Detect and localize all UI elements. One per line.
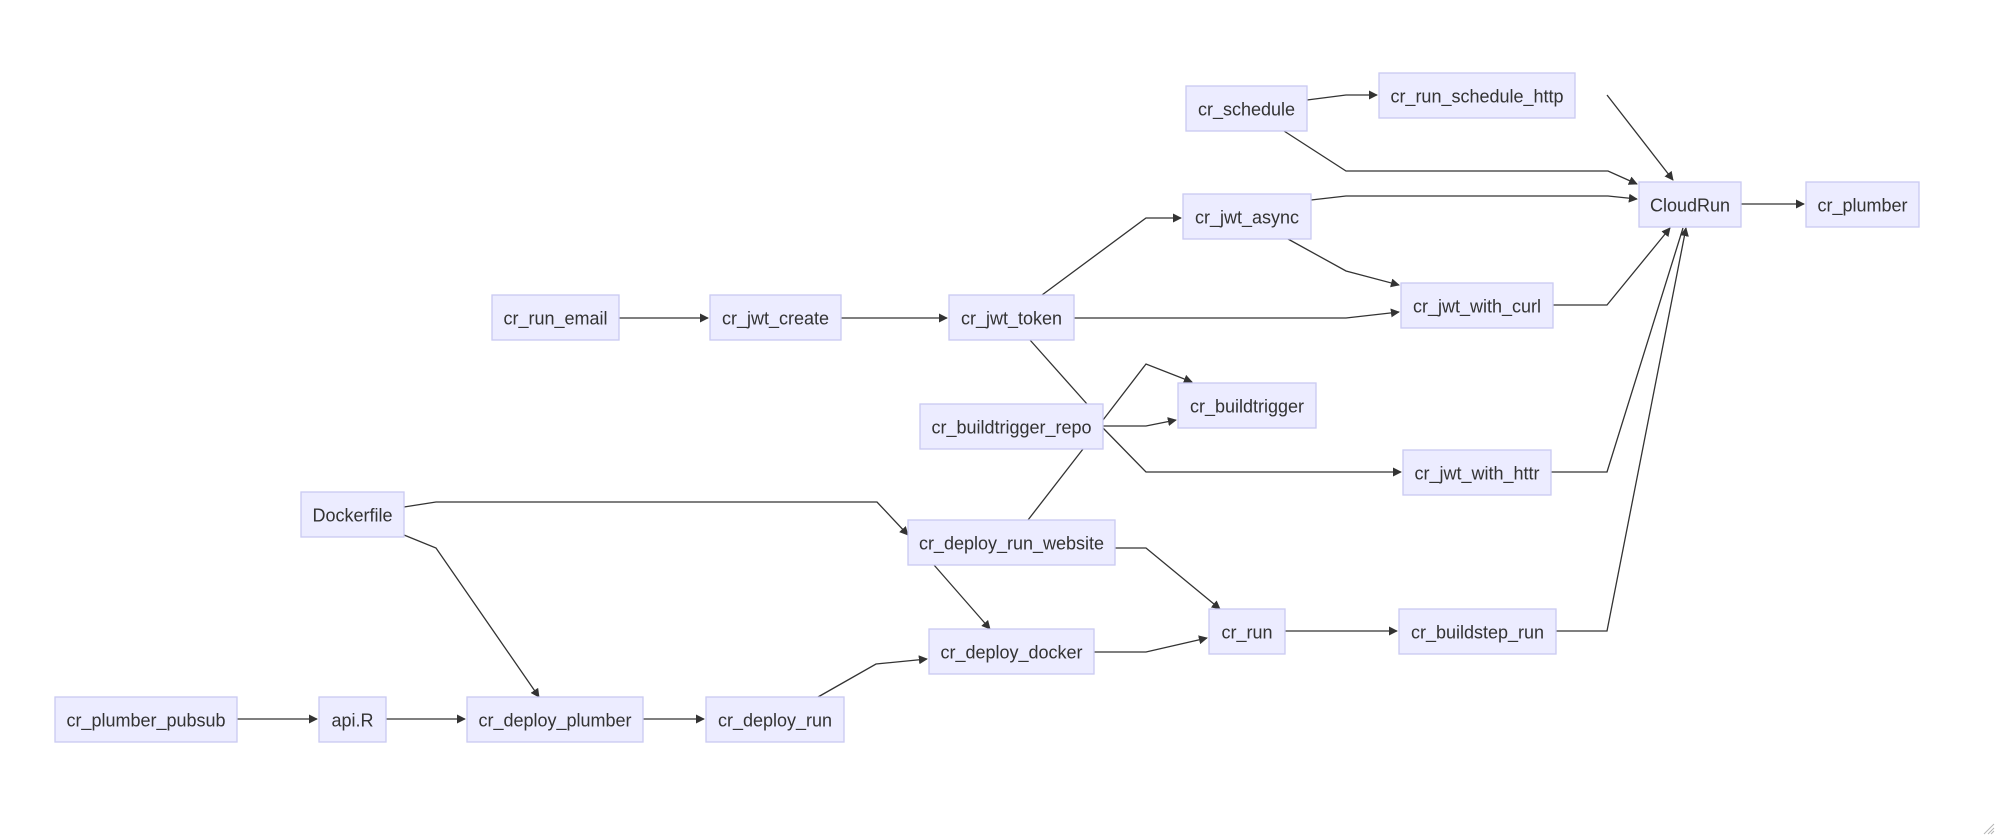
node-api_R[interactable]: api.R xyxy=(318,696,387,743)
node-box xyxy=(54,696,238,743)
edge-Dockerfile-to-cr_deploy_plumber xyxy=(403,501,909,536)
node-box xyxy=(466,696,644,743)
node-box xyxy=(1398,608,1557,655)
resize-grip-icon[interactable] xyxy=(1983,823,1995,835)
node-box xyxy=(1208,608,1286,655)
edge-cr_run-to-cr_buildstep_run xyxy=(1094,635,1208,653)
node-CloudRun[interactable]: CloudRun xyxy=(1638,181,1742,228)
edge-cr_deploy_run_website-to-cr_deploy_docker xyxy=(1115,547,1221,610)
node-box xyxy=(705,696,845,743)
edges-layer xyxy=(237,90,1805,724)
node-label: cr_buildtrigger xyxy=(1190,397,1304,418)
node-cr_jwt_create[interactable]: cr_jwt_create xyxy=(709,294,842,341)
edge-cr_jwt_async-to-CloudRun xyxy=(1310,193,1638,203)
edge-cr_deploy_docker-to-cr_run xyxy=(933,564,991,630)
edge-cr_buildtrigger_repo-to-cr_jwt_with_httr xyxy=(1103,417,1177,427)
node-label: cr_jwt_with_curl xyxy=(1413,297,1541,318)
node-cr_buildtrigger[interactable]: cr_buildtrigger xyxy=(1177,382,1317,429)
node-box xyxy=(1805,181,1920,228)
nodes-layer: cr_plumber_pubsub api.R cr_deploy_plumber c… xyxy=(54,72,1920,743)
node-box xyxy=(318,696,387,743)
node-label: cr_run_email xyxy=(503,309,607,330)
node-box xyxy=(1177,382,1317,429)
node-label: cr_buildtrigger_repo xyxy=(931,418,1091,439)
node-cr_buildstep_run[interactable]: cr_buildstep_run xyxy=(1398,608,1557,655)
node-cr_plumber_pubsub[interactable]: cr_plumber_pubsub xyxy=(54,696,238,743)
edge-cr_jwt_with_curl-to-CloudRun xyxy=(1553,227,1671,306)
node-box xyxy=(1402,449,1552,496)
node-label: cr_jwt_async xyxy=(1195,208,1299,229)
node-label: CloudRun xyxy=(1650,196,1730,216)
node-label: cr_schedule xyxy=(1198,100,1295,121)
node-label: cr_run_schedule_http xyxy=(1390,87,1563,108)
edge-cr_deploy_run-to-cr_run xyxy=(817,655,928,698)
node-box xyxy=(491,294,620,341)
edge-cr_schedule-to-CloudRun xyxy=(1283,130,1638,185)
node-box xyxy=(709,294,842,341)
node-label: cr_jwt_with_httr xyxy=(1414,464,1539,485)
node-label: cr_jwt_create xyxy=(722,309,829,330)
edge-cr_schedule-to-cr_run_schedule_http xyxy=(1306,90,1378,101)
edge-cr_jwt_with_httr-to-CloudRun xyxy=(1102,427,1402,477)
node-label: cr_plumber xyxy=(1817,196,1907,217)
node-cr_jwt_token[interactable]: cr_jwt_token xyxy=(948,294,1075,341)
node-cr_jwt_with_httr[interactable]: cr_jwt_with_httr xyxy=(1402,449,1552,496)
node-label: cr_buildstep_run xyxy=(1411,623,1544,644)
node-cr_deploy_run_website[interactable]: cr_deploy_run_website xyxy=(907,519,1116,566)
node-box xyxy=(948,294,1075,341)
node-cr_deploy_plumber[interactable]: cr_deploy_plumber xyxy=(466,696,644,743)
edge-cr_run_schedule_http-to-CloudRun xyxy=(1606,94,1674,181)
node-box xyxy=(1182,193,1312,240)
node-cr_plumber[interactable]: cr_plumber xyxy=(1805,181,1920,228)
node-box xyxy=(919,403,1104,450)
edge-cr_jwt_async-to-cr_jwt_with_curl xyxy=(1287,238,1400,288)
node-cr_schedule[interactable]: cr_schedule xyxy=(1185,85,1308,132)
node-cr_jwt_with_curl[interactable]: cr_jwt_with_curl xyxy=(1400,282,1554,329)
edge-cr_buildtrigger_repo-to-cr_deploy_run_website xyxy=(1551,227,1684,473)
edge-cr_jwt_token-to-cr_jwt_with_curl xyxy=(1074,308,1400,319)
node-box xyxy=(1400,282,1554,329)
edge-cr_plumber_pubsub-to-api_R xyxy=(1556,227,1689,632)
node-cr_run_email[interactable]: cr_run_email xyxy=(491,294,620,341)
node-box xyxy=(907,519,1116,566)
node-cr_jwt_async[interactable]: cr_jwt_async xyxy=(1182,193,1312,240)
node-label: api.R xyxy=(331,711,373,731)
node-box xyxy=(300,491,405,538)
node-label: cr_run xyxy=(1221,623,1272,644)
node-cr_run_schedule_http[interactable]: cr_run_schedule_http xyxy=(1378,72,1576,119)
node-box xyxy=(928,628,1095,675)
node-box xyxy=(1378,72,1576,119)
edge-Dockerfile-to-cr_deploy_run_website xyxy=(1027,448,1084,521)
node-box xyxy=(1638,181,1742,228)
node-Dockerfile[interactable]: Dockerfile xyxy=(300,491,405,538)
edge-cr_jwt_token-to-cr_jwt_async xyxy=(1041,213,1182,296)
edge-cr_jwt_token-to-cr_buildtrigger_repo xyxy=(1029,339,1088,405)
node-cr_deploy_docker[interactable]: cr_deploy_docker xyxy=(928,628,1095,675)
edge-cr_deploy_run_website-to-cr_run xyxy=(403,534,540,698)
node-box xyxy=(1185,85,1308,132)
node-cr_buildtrigger_repo[interactable]: cr_buildtrigger_repo xyxy=(919,403,1104,450)
node-cr_run[interactable]: cr_run xyxy=(1208,608,1286,655)
node-label: cr_deploy_run xyxy=(718,711,832,732)
node-label: cr_deploy_docker xyxy=(940,643,1082,664)
node-label: cr_plumber_pubsub xyxy=(66,711,225,732)
node-label: cr_deploy_plumber xyxy=(478,711,631,732)
node-label: cr_deploy_run_website xyxy=(919,534,1104,555)
node-cr_deploy_run[interactable]: cr_deploy_run xyxy=(705,696,845,743)
node-label: Dockerfile xyxy=(312,506,392,526)
edge-cr_buildtrigger_repo-to-cr_buildtrigger xyxy=(1102,363,1193,421)
node-label: cr_jwt_token xyxy=(961,309,1062,330)
